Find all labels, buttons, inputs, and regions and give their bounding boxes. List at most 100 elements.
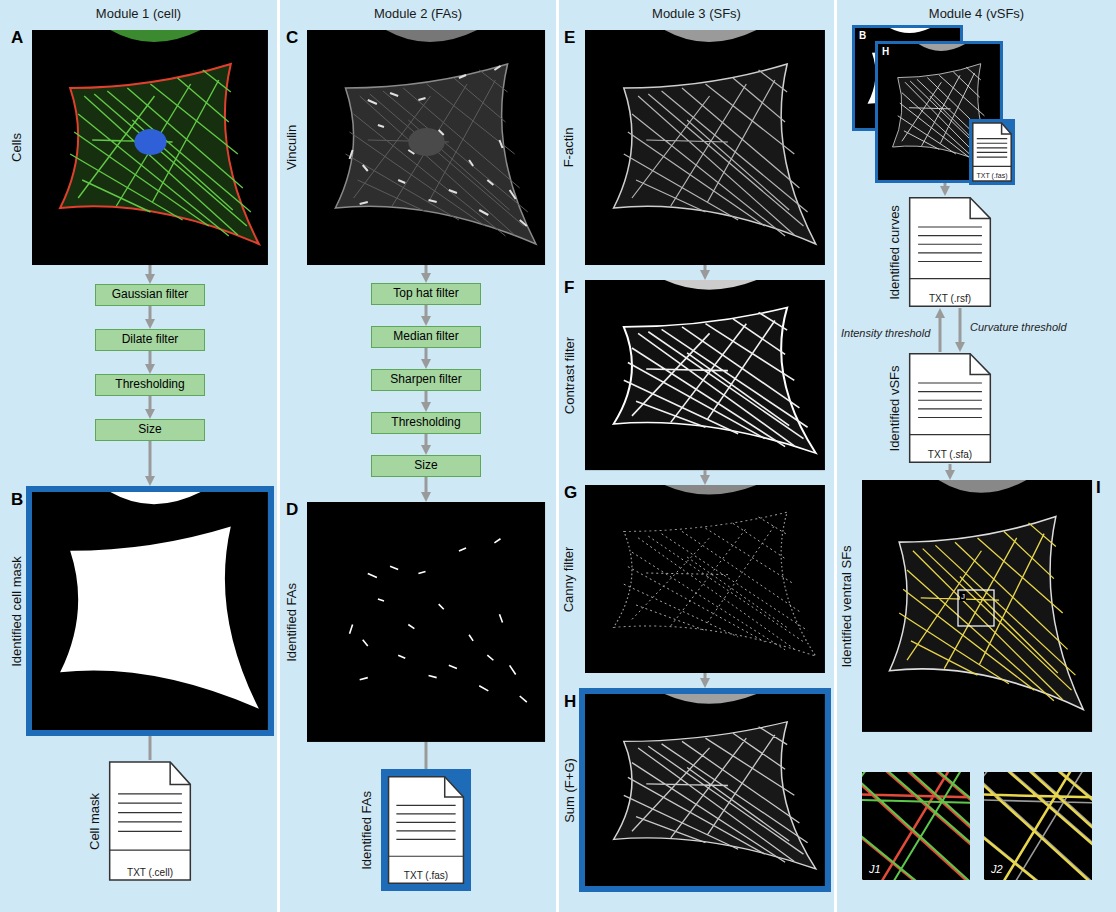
panel-letter: E	[564, 28, 575, 48]
module-panel-ground	[837, 0, 1116, 912]
file-icon-shape	[973, 123, 1011, 181]
file-icon-shape	[910, 354, 991, 463]
file-icon-shape	[389, 777, 464, 884]
panel-letter: F	[564, 278, 574, 298]
flow-arrow	[949, 464, 952, 474]
flow-arrow	[425, 265, 428, 277]
file-name: TXT (.fas)	[972, 172, 1012, 180]
flow-arrow	[939, 314, 942, 352]
module-heading: Module 4 (vSFs)	[837, 7, 1116, 22]
file-name: TXT (.cell)	[108, 867, 192, 879]
flow-arrow	[149, 736, 152, 760]
image-panel: J1	[862, 772, 970, 880]
inset-letter: J1	[867, 863, 883, 876]
file-name: TXT (.fas)	[387, 870, 465, 882]
flow-arrow	[959, 308, 962, 346]
flow-arrow	[425, 477, 428, 496]
file-icon: TXT (.cell)Cell mask	[108, 760, 192, 882]
flow-arrow	[704, 673, 707, 682]
image-label: F-actin	[562, 128, 577, 168]
flow-arrow	[704, 265, 707, 274]
panel-letter: G	[564, 483, 577, 503]
process-box: Dilate filter	[95, 329, 205, 351]
image-label: Sum (F+G)	[562, 758, 577, 823]
panel-letter: I	[1096, 478, 1101, 498]
panel-letter: H	[564, 692, 576, 712]
process-box: Size	[371, 455, 481, 477]
process-box: Top hat filter	[371, 283, 481, 305]
micrograph	[585, 30, 825, 265]
flow-arrow	[149, 441, 152, 480]
zoom-image	[984, 772, 1092, 880]
threshold-label: Intensity threshold	[839, 327, 932, 340]
micrograph	[585, 280, 825, 470]
panel-letter: B	[859, 30, 866, 42]
flow-arrow	[425, 305, 428, 320]
inset-box	[958, 590, 994, 626]
image-label: Identified vSFs	[888, 365, 903, 451]
module-heading: Module 2 (FAs)	[280, 7, 556, 22]
flow-arrow	[425, 348, 428, 363]
module-panel: Module 4 (vSFs) B H TXT (.fas) TXT (.rsf)Ide…	[837, 0, 1116, 912]
image-panel: IIdentified ventral SFsJ	[862, 480, 1092, 732]
flow-arrow	[425, 742, 428, 769]
micrograph	[585, 485, 825, 673]
output-frame	[29, 489, 271, 733]
flow-arrow	[149, 396, 152, 413]
image-label: Canny filter	[562, 546, 577, 612]
zoom-image	[862, 772, 970, 880]
panel-letter: A	[11, 28, 23, 48]
process-box: Size	[95, 419, 205, 441]
micrograph	[862, 480, 1092, 732]
panel-letter: C	[286, 28, 298, 48]
image-label: Vinculin	[285, 125, 300, 170]
panel-letter: H	[882, 46, 889, 58]
output-frame	[582, 691, 828, 889]
flow-arrow	[944, 183, 947, 190]
image-panel: EF-actin	[585, 30, 825, 265]
micrograph	[32, 30, 268, 265]
process-box: Sharpen filter	[371, 369, 481, 391]
inset-letter: J2	[989, 863, 1005, 876]
filter-step: Sharpen filter	[390, 373, 461, 387]
filter-step: Top hat filter	[393, 287, 458, 301]
flow-arrow	[425, 391, 428, 406]
micrograph	[585, 694, 825, 886]
image-label: Contrast filter	[563, 336, 578, 413]
image-panel: ACells	[32, 30, 268, 265]
image-panel: DIdentified FAs	[307, 502, 545, 742]
image-label: Cells	[9, 133, 24, 162]
file-icon: TXT (.rsf)Identified curves	[908, 196, 992, 308]
image-panel: H	[878, 44, 1000, 180]
image-label: Identified FAs	[359, 791, 374, 870]
file-icon: TXT (.fas)	[972, 122, 1012, 182]
process-box: Thresholding	[371, 412, 481, 434]
module-panel-ground	[280, 0, 556, 912]
image-panel: HSum (F+G)	[585, 694, 825, 886]
panel-letter: D	[286, 500, 298, 520]
mask-image	[32, 492, 268, 730]
file-icon: TXT (.fas)Identified FAs	[387, 775, 465, 885]
module-heading: Module 3 (SFs)	[559, 7, 834, 22]
process-box: Thresholding	[95, 374, 205, 396]
output-frame	[969, 119, 1015, 185]
module-heading: Module 1 (cell)	[0, 7, 277, 22]
module-panel-ground	[0, 0, 277, 912]
filter-step: Thresholding	[391, 416, 460, 430]
image-panel: BIdentified cell mask	[32, 492, 268, 730]
image-label: Cell mask	[88, 792, 103, 849]
micrograph	[307, 30, 545, 265]
image-panel: CVinculin	[307, 30, 545, 265]
flow-arrow	[425, 434, 428, 449]
micrograph	[307, 502, 545, 742]
image-panel: B	[855, 28, 960, 128]
module-panel: Module 1 (cell)ACellsGaussian filterDila…	[0, 0, 277, 912]
process-box: Median filter	[371, 326, 481, 348]
image-label: Identified cell mask	[9, 556, 24, 667]
image-panel: J2	[984, 772, 1092, 880]
threshold-label: Curvature threshold	[968, 321, 1069, 334]
flow-arrow	[704, 470, 707, 479]
file-icon-shape	[110, 762, 191, 880]
file-icon-shape	[910, 198, 991, 307]
file-icon: TXT (.sfa)Identified vSFs	[908, 352, 992, 464]
